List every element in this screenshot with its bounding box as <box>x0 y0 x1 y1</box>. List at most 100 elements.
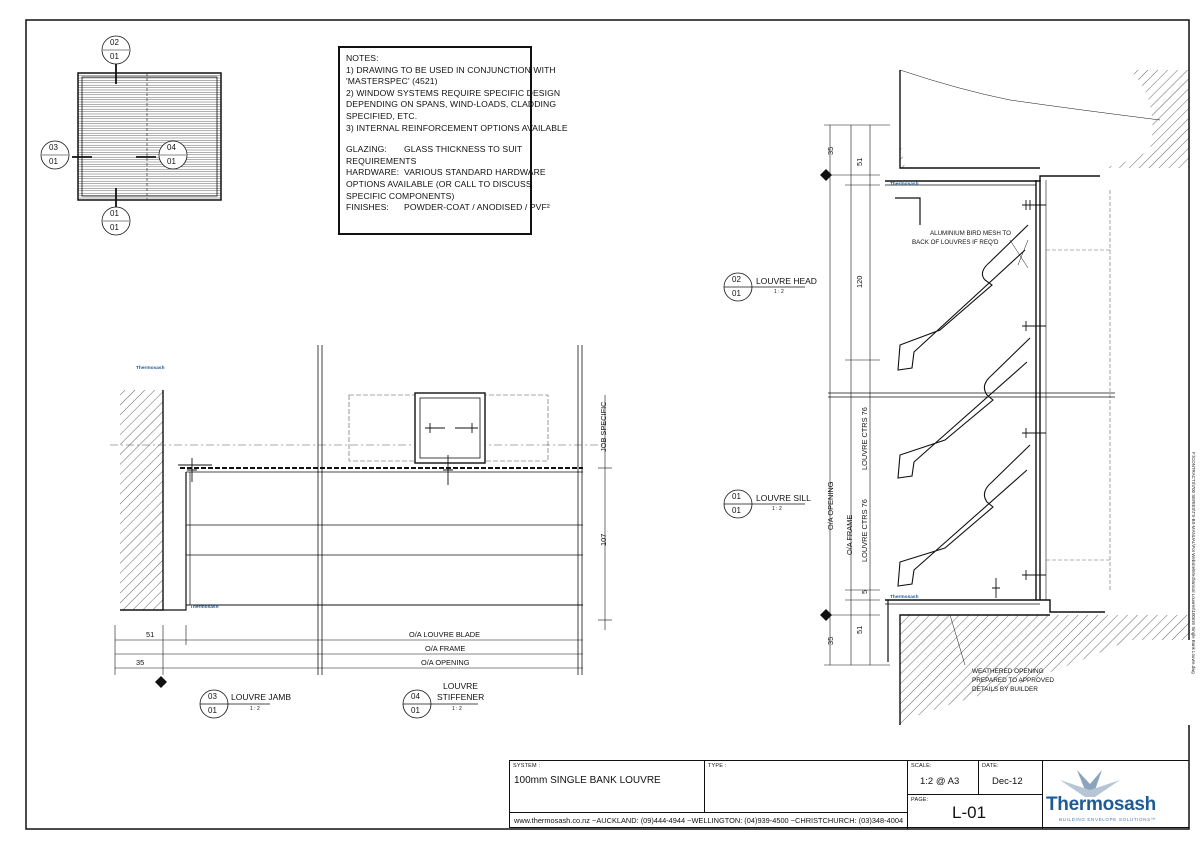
callout-stiffener-scale: 1 : 2 <box>452 706 462 712</box>
key-bottom-sheet: 01 <box>110 223 119 232</box>
callout-jamb-title: LOUVRE JAMB <box>231 692 291 702</box>
callout-jamb-sheet: 01 <box>208 706 217 715</box>
weathered-note-1: WEATHERED OPENING <box>972 668 1044 675</box>
notes-heading: NOTES: <box>346 53 379 63</box>
key-right-num: 04 <box>167 143 176 152</box>
page-value: L-01 <box>952 803 987 822</box>
weathered-note-2: PREPARED TO APPROVED <box>972 677 1055 684</box>
key-right-sheet: 01 <box>167 157 176 166</box>
notes-line: 1) DRAWING TO BE USED IN CONJUNCTION WIT… <box>346 64 556 75</box>
hardware-value-3: SPECIFIC COMPONENTS) <box>346 190 455 201</box>
dim-oa-frame-h: O/A FRAME <box>425 644 466 653</box>
brand-label-plan: Thermosash <box>136 366 165 371</box>
page-cell: PAGE: L-01 <box>908 795 1043 829</box>
scale-label: SCALE: <box>911 763 932 769</box>
finishes-key: FINISHES: <box>346 202 389 213</box>
bird-mesh-note-2: BACK OF LOUVRES IF REQ'D <box>912 239 999 246</box>
notes-line: 2) WINDOW SYSTEMS REQUIRE SPECIFIC DESIG… <box>346 87 561 98</box>
callout-sill-num: 01 <box>732 492 741 501</box>
notes-line: 'MASTERSPEC' (4521) <box>346 76 438 87</box>
key-top-num: 02 <box>110 38 119 47</box>
logo-cell: Thermosash BUILDING ENVELOPE SOLUTIONS™ <box>1043 761 1190 829</box>
sheet-border <box>25 19 1190 830</box>
logo-bird-icon <box>1060 770 1120 797</box>
key-bottom-num: 01 <box>110 209 119 218</box>
callout-stiffener-sheet: 01 <box>411 706 420 715</box>
brand-label-head: Thermosash <box>890 182 919 187</box>
louvre-section <box>820 69 1190 725</box>
key-top-sheet: 01 <box>110 52 119 61</box>
key-left-num: 03 <box>49 143 58 152</box>
system-value: 100mm SINGLE BANK LOUVRE <box>514 775 661 786</box>
callout-sill-sheet: 01 <box>732 506 741 515</box>
dim-51-bot: 51 <box>855 625 864 634</box>
callout-jamb-scale: 1 : 2 <box>250 706 260 712</box>
glazing-key: GLAZING: <box>346 144 387 155</box>
page-label: PAGE: <box>911 797 929 803</box>
finishes-value: POWDER-COAT / ANODISED / PVF² <box>404 202 550 213</box>
logo-wordmark: Thermosash <box>1046 794 1156 815</box>
notes-line: DEPENDING ON SPANS, WIND-LOADS, CLADDING <box>346 99 557 110</box>
dim-35-h: 35 <box>136 658 145 667</box>
callout-stiffener-title-2: STIFFENER <box>437 692 485 702</box>
dim-oa-opening-h: O/A OPENING <box>421 658 470 667</box>
system-cell: SYSTEM : 100mm SINGLE BANK LOUVRE <box>510 761 705 813</box>
contacts-text: www.thermosash.co.nz ~AUCKLAND: (09)444-… <box>514 816 904 825</box>
key-plan <box>40 35 222 236</box>
dim-louvre-ctrs-2: LOUVRE CTRS 76 <box>860 499 869 562</box>
callout-circles <box>199 272 805 719</box>
hardware-row: HARDWARE: VARIOUS STANDARD HARDWARE <box>346 167 546 179</box>
callout-stiffener-num: 04 <box>411 692 420 701</box>
louvre-plan <box>110 345 612 688</box>
finishes-row: FINISHES: POWDER-COAT / ANODISED / PVF² <box>346 202 550 214</box>
type-cell: TYPE : <box>705 761 908 813</box>
logo-tagline: BUILDING ENVELOPE SOLUTIONS™ <box>1059 817 1156 822</box>
dim-120: 120 <box>855 275 864 288</box>
key-left-sheet: 01 <box>49 157 58 166</box>
hardware-value-2: OPTIONS AVAILABLE (OR CALL TO DISCUSS <box>346 178 532 189</box>
dim-5: 5 <box>860 589 869 594</box>
bird-mesh-note-1: ALUMINIUM BIRD MESH TO <box>930 230 1011 237</box>
date-value: Dec-12 <box>992 776 1023 787</box>
dim-51-top: 51 <box>855 157 864 166</box>
notes-line: 3) INTERNAL REINFORCEMENT OPTIONS AVAILA… <box>346 122 568 133</box>
dim-job-specific: JOB SPECIFIC <box>599 401 608 452</box>
title-block: SYSTEM : 100mm SINGLE BANK LOUVRE TYPE :… <box>509 760 1190 829</box>
weathered-note-3: DETAILS BY BUILDER <box>972 686 1038 693</box>
system-label: SYSTEM : <box>513 763 541 769</box>
dim-35-bot: 35 <box>826 636 835 645</box>
hardware-value: VARIOUS STANDARD HARDWARE <box>404 167 546 178</box>
dim-107: 107 <box>599 533 608 546</box>
glazing-value: GLASS THICKNESS TO SUIT <box>404 144 523 155</box>
callout-sill-title: LOUVRE SILL <box>756 493 811 503</box>
callout-sill-scale: 1 : 2 <box>772 506 782 512</box>
brand-label-jamb: Thermosash <box>190 605 219 610</box>
glazing-row: GLAZING: GLASS THICKNESS TO SUIT <box>346 144 524 156</box>
hardware-key: HARDWARE: <box>346 167 400 178</box>
date-cell: DATE: Dec-12 <box>979 761 1043 795</box>
type-label: TYPE : <box>708 763 727 769</box>
notes-box: NOTES: 1) DRAWING TO BE USED IN CONJUNCT… <box>338 46 568 235</box>
notes-line: SPECIFIED, ETC. <box>346 110 418 121</box>
date-label: DATE: <box>982 763 999 769</box>
callout-head-num: 02 <box>732 275 741 284</box>
brand-label-sill: Thermosash <box>890 595 919 600</box>
callout-head-title: LOUVRE HEAD <box>756 276 817 286</box>
dim-oa-frame: O/A FRAME <box>845 514 854 555</box>
dim-louvre-ctrs-1: LOUVRE CTRS 76 <box>860 407 869 470</box>
dim-oa-opening: O/A OPENING <box>826 481 835 530</box>
callout-jamb-num: 03 <box>208 692 217 701</box>
scale-cell: SCALE: 1:2 @ A3 <box>908 761 979 795</box>
file-path-note: F:\CONTRACTS\700 SERIES\TS-BS-MANUAL\For… <box>1191 452 1196 674</box>
callout-stiffener-title-1: LOUVRE <box>443 681 478 691</box>
callout-head-scale: 1 : 2 <box>774 289 784 295</box>
dim-oa-louvre-blade: O/A LOUVRE BLADE <box>409 630 481 639</box>
dim-35-top: 35 <box>826 146 835 155</box>
scale-value: 1:2 @ A3 <box>920 776 960 787</box>
dim-51-h: 51 <box>146 630 155 639</box>
contacts-cell: www.thermosash.co.nz ~AUCKLAND: (09)444-… <box>510 813 908 829</box>
glazing-value-2: REQUIREMENTS <box>346 155 417 166</box>
callout-head-sheet: 01 <box>732 289 741 298</box>
